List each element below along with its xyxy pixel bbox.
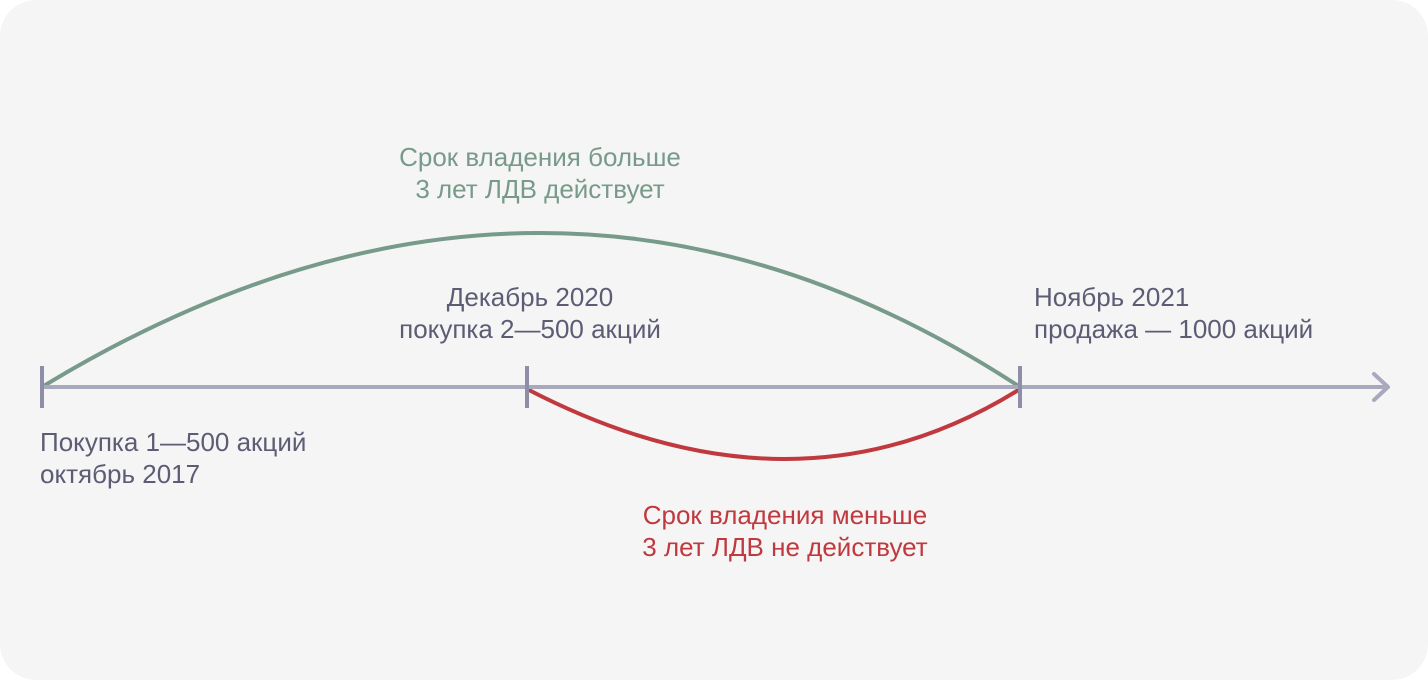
event-oct-2017: Покупка 1—500 акций октябрь 2017 [40,426,306,490]
long-term-line-1: Срок владения больше [399,142,681,172]
event-dec-2020: Декабрь 2020 покупка 2—500 акций [330,281,730,345]
long-term-line-2: 3 лет ЛДВ действует [415,174,665,204]
short-term-line-1: Срок владения меньше [642,500,928,530]
event1-date: октябрь 2017 [40,459,201,489]
event1-desc: Покупка 1—500 акций [40,427,307,457]
long-term-arc [40,231,1022,389]
event-nov-2021: Ноябрь 2021 продажа — 1000 акций [1034,281,1313,345]
event2-date: Декабрь 2020 [446,282,614,312]
axis-arrow-icon [1372,372,1390,402]
event3-desc: продажа — 1000 акций [1034,314,1314,344]
event3-date: Ноябрь 2021 [1034,282,1190,312]
long-term-label: Срок владения больше 3 лет ЛДВ действует [340,141,740,205]
short-term-line-2: 3 лет ЛДВ не действует [642,532,928,562]
event2-desc: покупка 2—500 акций [399,314,661,344]
short-term-arc [526,387,1022,461]
short-term-label: Срок владения меньше 3 лет ЛДВ не действ… [585,499,985,563]
